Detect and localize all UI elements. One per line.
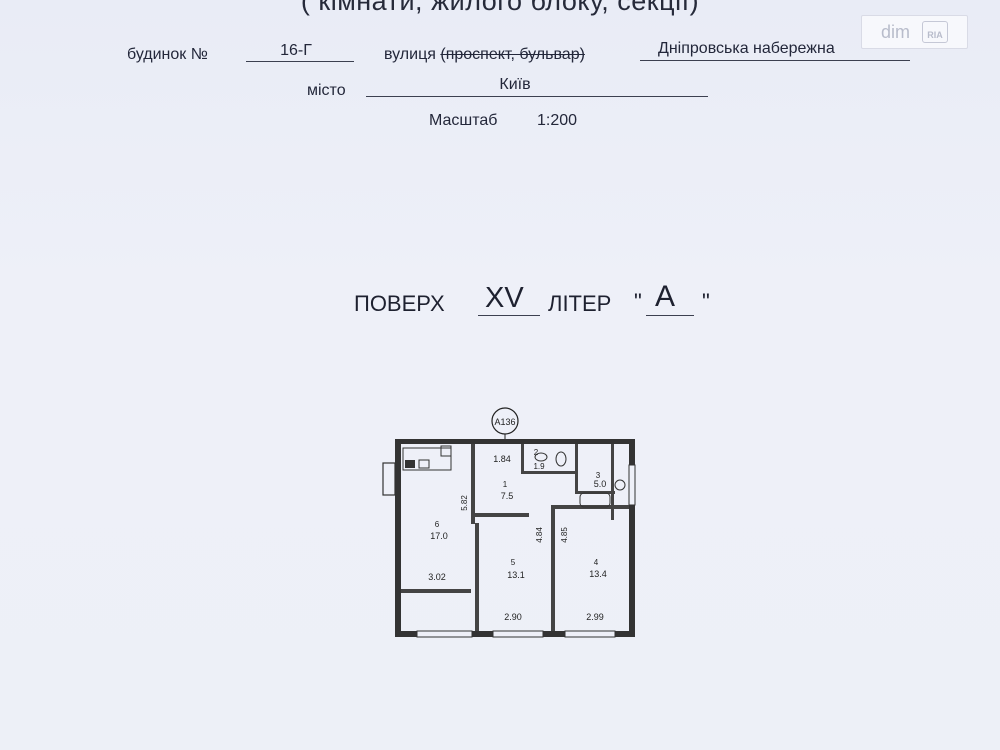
floor-plan-drawing: А136 1. [382, 407, 636, 638]
axis-tag: А136 [494, 417, 515, 427]
house-underline [246, 61, 354, 62]
wall-hall-bottom [471, 513, 529, 517]
wall-kitchen-hall [471, 444, 475, 524]
room-5-number: 5 [511, 558, 516, 567]
dim-484: 4.84 [535, 527, 544, 543]
dim-290: 2.90 [504, 612, 522, 622]
wall-balcony-line [401, 589, 471, 593]
liter-quote-open: " [634, 289, 642, 314]
room-4-number: 4 [594, 558, 599, 567]
floor-value: XV [485, 282, 524, 314]
liter-value: А [655, 280, 676, 313]
wall-left [395, 439, 401, 637]
street-label-prefix: вулиця [384, 46, 436, 63]
room-3-area: 5.0 [594, 479, 607, 489]
wall-room5-left [475, 523, 479, 631]
city-label: місто [307, 82, 346, 99]
dim-184: 1.84 [493, 454, 511, 464]
scale-label: Масштаб [429, 112, 498, 129]
room-1-number: 1 [503, 480, 508, 489]
street-underline [640, 60, 910, 61]
dim-485: 4.85 [560, 527, 569, 543]
house-label: будинок № [127, 46, 208, 63]
street-label-struck: (проспект, бульвар) [440, 46, 585, 63]
dimria-watermark: dim RIA [861, 15, 968, 49]
room-6-number: 6 [435, 520, 440, 529]
liter-quote-close: " [702, 289, 710, 314]
street-label: вулиця (проспект, бульвар) [384, 46, 585, 64]
room-2-area: 1.9 [533, 462, 545, 471]
room-5-area: 13.1 [507, 570, 525, 580]
liter-label: ЛІТЕР [548, 291, 612, 316]
scale-value: 1:200 [537, 112, 578, 129]
house-number: 16-Г [280, 42, 312, 59]
room-3-number: 3 [596, 471, 601, 480]
liter-underline [646, 315, 694, 316]
dim-582: 5.82 [460, 495, 469, 511]
document-heading: ( кімнати, жилого блоку, секції) [300, 0, 700, 16]
city-underline [366, 96, 708, 97]
room-2-number: 2 [534, 448, 539, 457]
floor-label: ПОВЕРХ [354, 291, 445, 316]
wall-room4-left [551, 505, 555, 631]
dim-302: 3.02 [428, 572, 446, 582]
ria-badge-icon: RIA [922, 21, 948, 43]
dim-299: 2.99 [586, 612, 604, 622]
watermark-text: dim [880, 21, 910, 42]
floor-liter-row: ПОВЕРХ XV ЛІТЕР " А " [0, 280, 1000, 330]
room-6-area: 17.0 [430, 531, 448, 541]
wall-right [629, 439, 635, 637]
room-4-area: 13.4 [589, 569, 607, 579]
street-value: Дніпровська набережна [658, 40, 835, 57]
floor-underline [478, 315, 540, 316]
room-1-area: 7.5 [501, 491, 514, 501]
city-value: Київ [499, 76, 531, 93]
wall-top [395, 439, 635, 444]
